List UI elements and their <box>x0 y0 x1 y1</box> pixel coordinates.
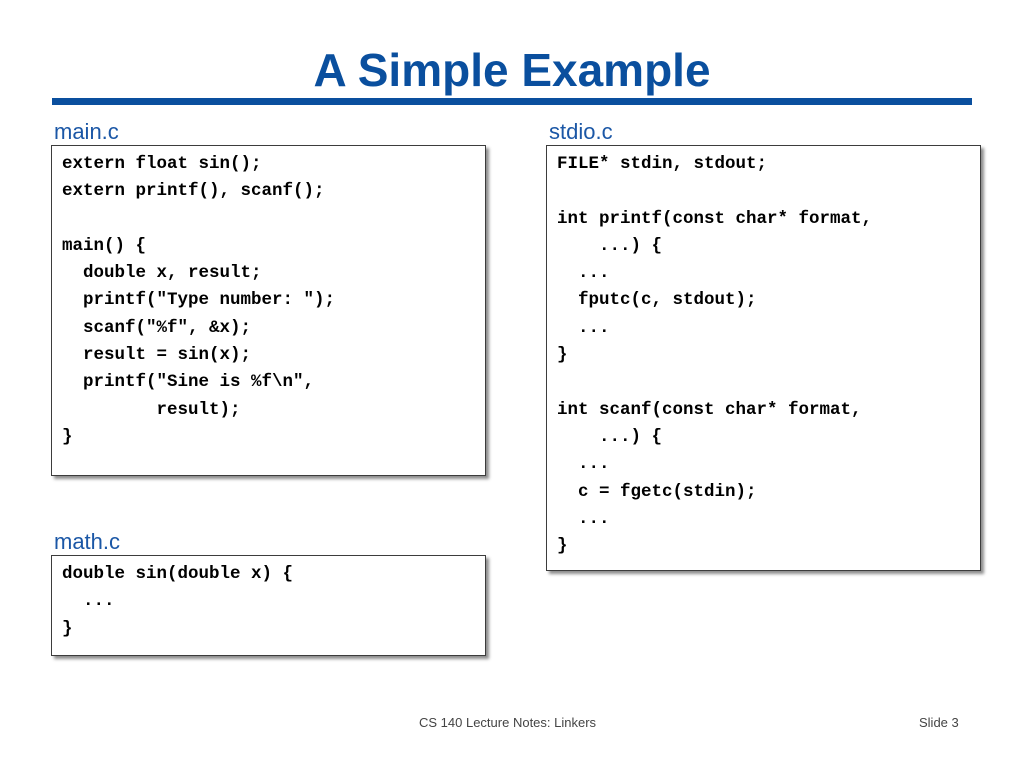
math-c-code-box: double sin(double x) { ... } <box>51 555 486 656</box>
stdio-c-code-box: FILE* stdin, stdout; int printf(const ch… <box>546 145 981 571</box>
main-c-code: extern float sin(); extern printf(), sca… <box>62 154 336 447</box>
footer-course-title: CS 140 Lecture Notes: Linkers <box>419 715 597 730</box>
slide-title: A Simple Example <box>313 44 711 96</box>
main-c-code-box: extern float sin(); extern printf(), sca… <box>51 145 486 476</box>
title-underline-rule <box>52 98 972 105</box>
main-c-label: main.c <box>54 119 119 144</box>
math-c-code: double sin(double x) { ... } <box>62 564 294 639</box>
stdio-c-code: FILE* stdin, stdout; int printf(const ch… <box>557 154 873 557</box>
stdio-c-label: stdio.c <box>549 119 613 144</box>
math-c-label: math.c <box>54 529 121 554</box>
footer-slide-number: Slide 3 <box>919 715 959 730</box>
